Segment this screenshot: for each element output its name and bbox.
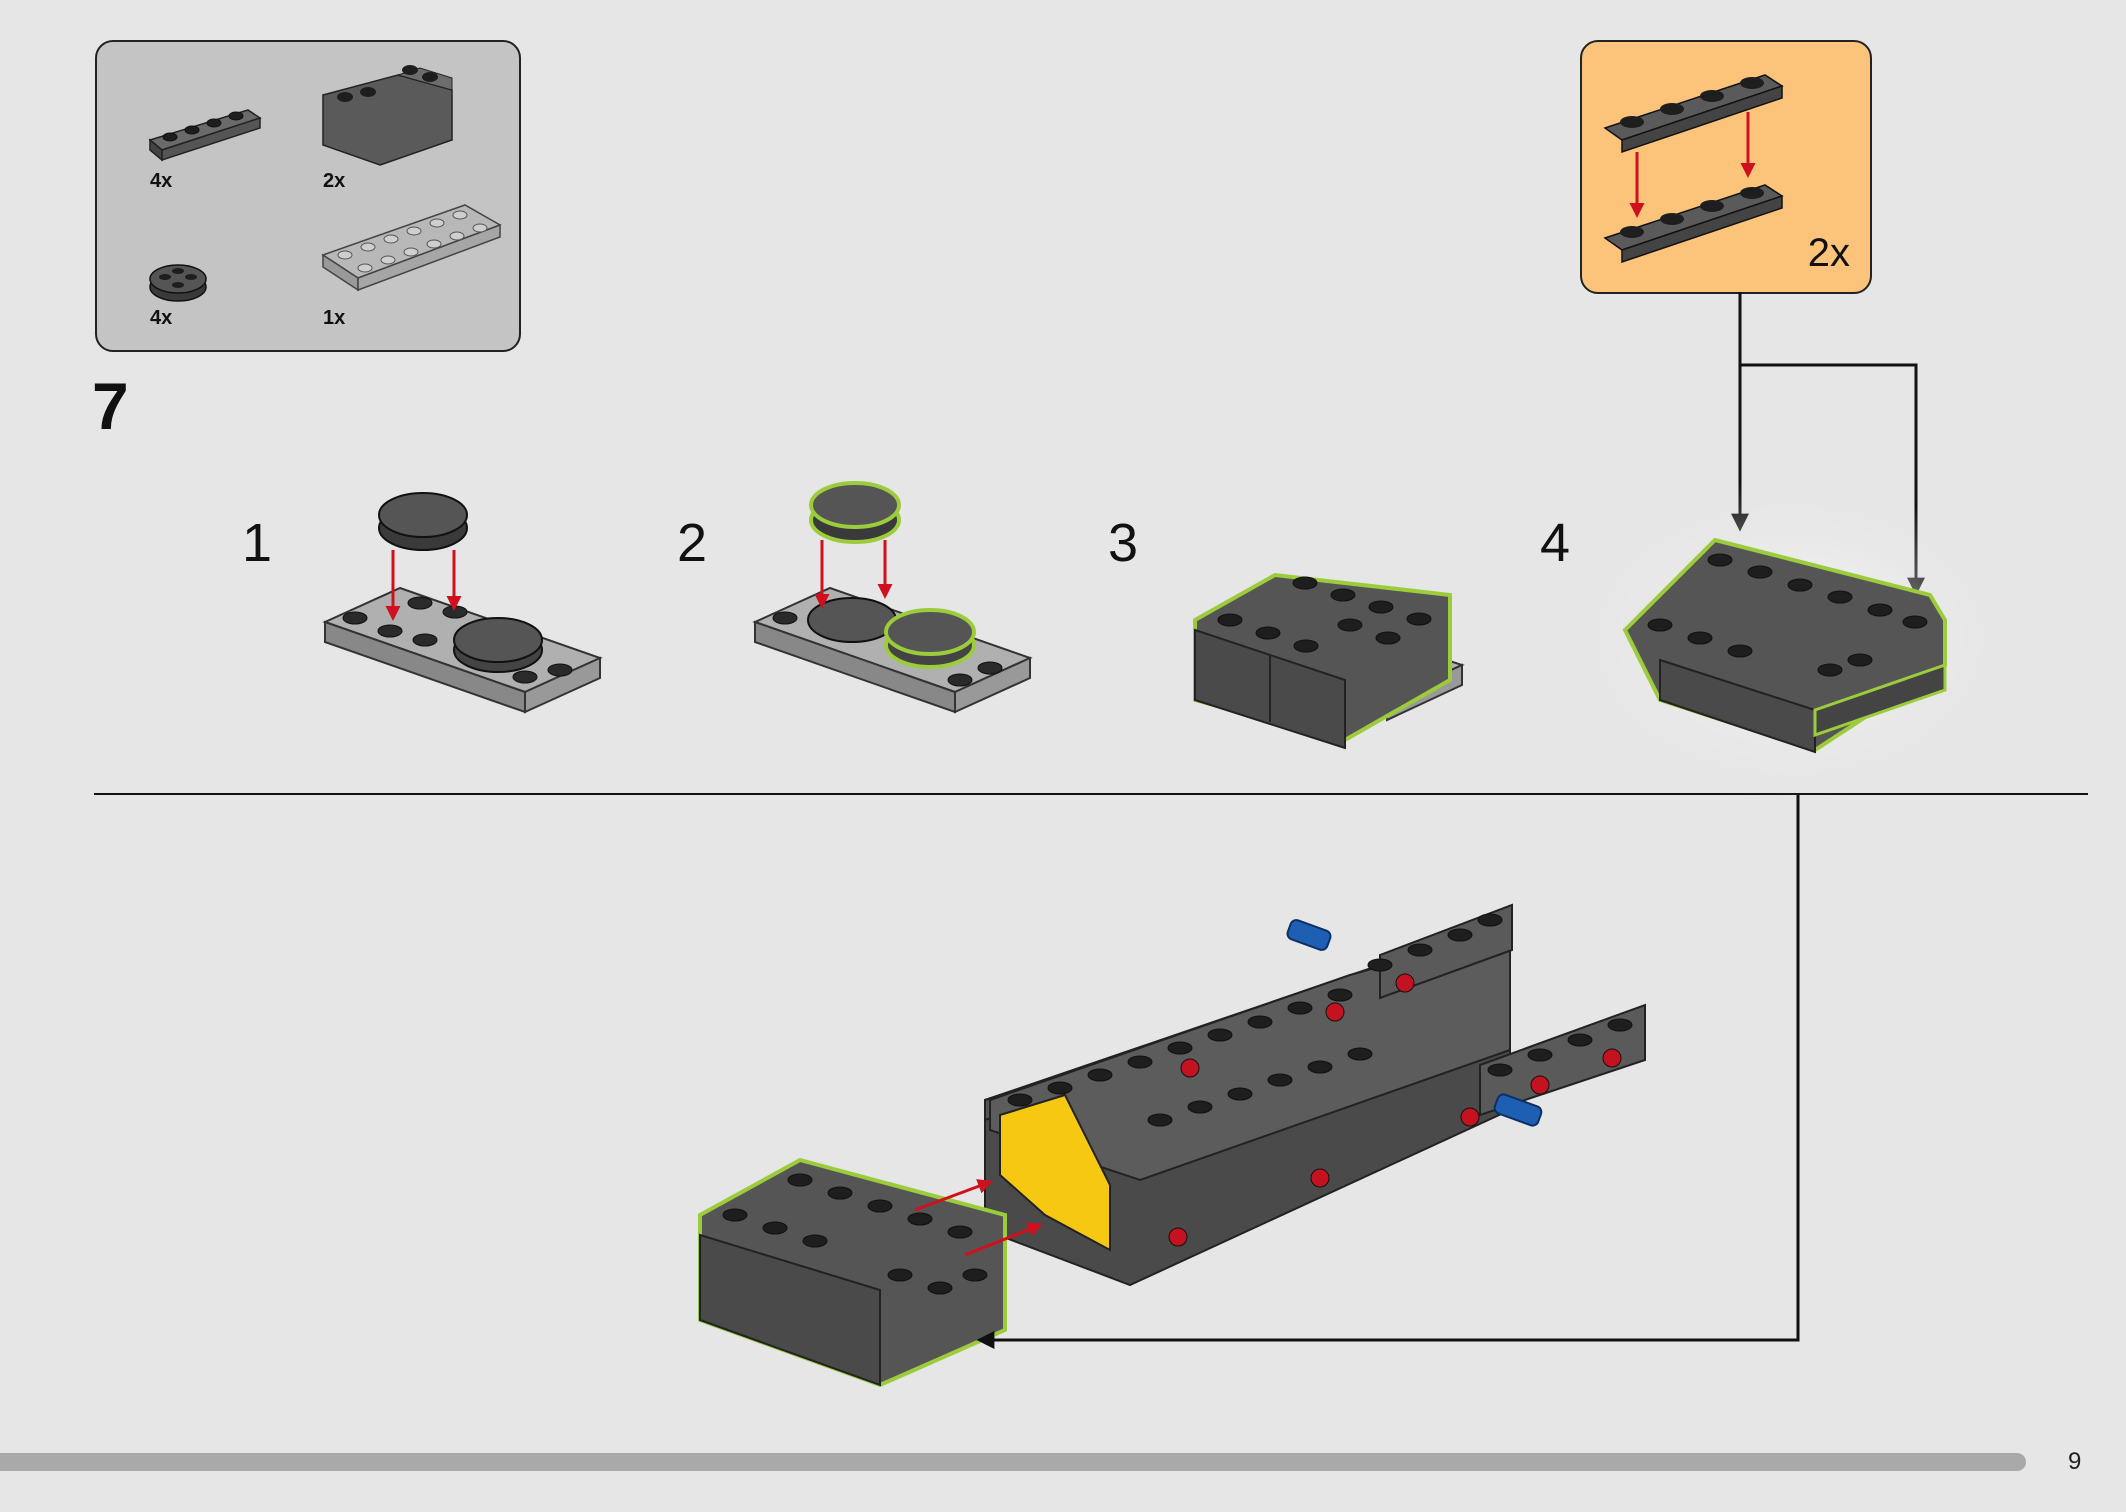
part-qty-bracket: 2x <box>323 170 346 192</box>
substep-4-illustration <box>1560 480 2020 800</box>
round-plate-icon <box>149 264 207 302</box>
substep-3-illustration <box>1193 572 1465 750</box>
part-qty-round-plate: 4x <box>150 307 173 329</box>
bracket-brick-icon <box>322 65 453 166</box>
assembly-connector-line <box>1000 795 1800 1342</box>
substep-2-illustration <box>752 481 1033 714</box>
substep-number-1: 1 <box>242 513 273 573</box>
main-assembly-illustration <box>698 903 1646 1388</box>
substep-number-3: 3 <box>1108 513 1139 573</box>
part-qty-plate-1x4: 4x <box>150 170 173 192</box>
callout-qty: 2x <box>1807 231 1850 275</box>
progress-bar <box>0 1453 2026 1471</box>
plate-2x6-icon <box>321 204 502 292</box>
substep-number-2: 2 <box>677 513 708 573</box>
callout-plates-illustration <box>1603 74 1784 264</box>
substep-1-illustration <box>322 492 603 714</box>
step-number: 7 <box>92 369 129 443</box>
substep-number-4: 4 <box>1540 513 1571 573</box>
plate-1x4-icon <box>148 109 262 162</box>
section-divider <box>94 793 2088 795</box>
page-number: 9 <box>2068 1448 2082 1475</box>
part-qty-plate-2x6: 1x <box>323 307 346 329</box>
